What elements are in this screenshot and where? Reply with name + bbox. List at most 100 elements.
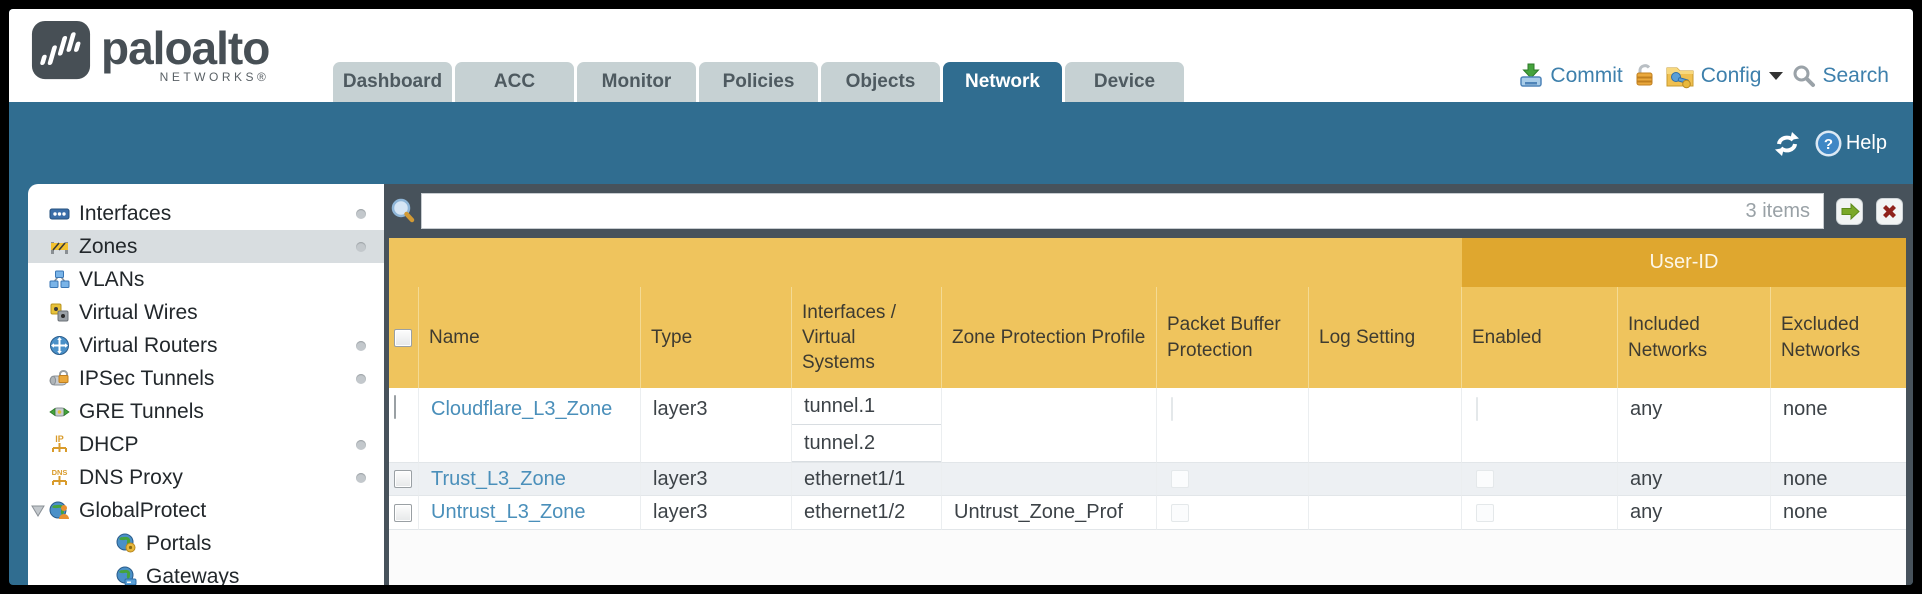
app-window: paloalto NETWORKS® Dashboard ACC Monitor… <box>9 9 1913 585</box>
ipsec-tunnels-icon <box>49 370 69 386</box>
dhcp-icon: IP <box>52 434 67 452</box>
cell-log-setting <box>1309 463 1462 496</box>
filter-input[interactable] <box>435 199 1746 223</box>
brand-subtitle: NETWORKS® <box>159 70 270 84</box>
help-label: Help <box>1845 132 1887 154</box>
tab-device[interactable]: Device <box>1065 62 1184 102</box>
commit-button[interactable]: Commit <box>1518 63 1623 89</box>
interfaces-icon <box>49 208 70 220</box>
sidebar-item-portals[interactable]: Portals <box>28 527 384 560</box>
row-checkbox[interactable] <box>394 395 396 419</box>
col-header-interfaces[interactable]: Interfaces / Virtual Systems <box>792 287 942 388</box>
row-checkbox-cell <box>389 463 419 496</box>
cell-type: layer3 <box>641 496 792 530</box>
help-button[interactable]: ? Help <box>1815 130 1887 157</box>
lock-icon[interactable] <box>1632 62 1656 89</box>
pbp-checkbox[interactable] <box>1171 397 1173 421</box>
row-checkbox[interactable] <box>394 503 412 522</box>
col-header-zone-protection-profile[interactable]: Zone Protection Profile <box>942 287 1157 388</box>
zones-table: User-ID Name Type Interfaces / Virtual S… <box>389 238 1906 530</box>
refresh-icon[interactable] <box>1773 131 1801 156</box>
cell-packet-buffer-protection <box>1157 463 1309 496</box>
vlans-icon <box>49 270 70 288</box>
virtual-routers-icon <box>50 336 69 355</box>
svg-text:DNS: DNS <box>52 468 68 477</box>
sidebar-item-ipsec-tunnels[interactable]: IPSec Tunnels <box>28 362 384 395</box>
row-checkbox-cell <box>389 388 419 463</box>
filter-input-box: 3 items <box>421 193 1824 229</box>
select-all-checkbox[interactable] <box>394 328 412 347</box>
status-dot <box>356 439 366 450</box>
col-header-excluded-networks[interactable]: Excluded Networks <box>1771 287 1906 388</box>
sub-header-band: ? Help <box>9 102 1913 184</box>
status-dot <box>356 373 366 384</box>
config-menu-button[interactable]: Config <box>1665 62 1784 89</box>
sidebar-item-virtual-routers[interactable]: Virtual Routers <box>28 329 384 362</box>
cell-enabled <box>1462 496 1618 530</box>
zone-name-link[interactable]: Untrust_L3_Zone <box>431 501 586 523</box>
cell-interfaces: tunnel.1 tunnel.2 <box>792 388 942 463</box>
cell-included-networks: any <box>1618 388 1771 463</box>
status-dot <box>356 340 366 351</box>
header-spacer <box>389 238 1462 287</box>
pbp-checkbox[interactable] <box>1171 503 1189 522</box>
cell-excluded-networks: none <box>1771 388 1906 463</box>
status-dot <box>356 241 366 252</box>
items-count: 3 items <box>1745 199 1810 222</box>
pbp-checkbox[interactable] <box>1171 470 1189 488</box>
sidebar-item-vlans[interactable]: VLANs <box>28 263 384 296</box>
interface-entry: tunnel.2 <box>792 425 941 462</box>
sidebar-item-globalprotect[interactable]: GlobalProtect <box>28 494 384 527</box>
sidebar-item-dhcp[interactable]: IP DHCP <box>28 428 384 461</box>
zones-icon <box>51 242 68 254</box>
cell-name: Cloudflare_L3_Zone <box>419 388 641 463</box>
cell-packet-buffer-protection <box>1157 496 1309 530</box>
filter-bar: 3 items <box>384 184 1913 238</box>
expand-triangle-icon[interactable] <box>31 505 45 517</box>
col-header-packet-buffer-protection[interactable]: Packet Buffer Protection <box>1157 287 1309 388</box>
global-search-button[interactable]: Search <box>1792 64 1889 88</box>
status-dot <box>356 472 366 483</box>
sidebar-item-interfaces[interactable]: Interfaces <box>28 197 384 230</box>
col-header-type[interactable]: Type <box>641 287 792 388</box>
tab-policies[interactable]: Policies <box>699 62 818 102</box>
gateways-icon <box>116 566 137 585</box>
brand-title: paloalto <box>101 22 270 74</box>
tab-network[interactable]: Network <box>943 62 1062 102</box>
tab-dashboard[interactable]: Dashboard <box>333 62 452 102</box>
sidebar-item-dns-proxy[interactable]: DNS DNS Proxy <box>28 461 384 494</box>
tab-acc[interactable]: ACC <box>455 62 574 102</box>
tab-monitor[interactable]: Monitor <box>577 62 696 102</box>
zones-content: 3 items User-ID Name <box>384 184 1913 585</box>
enabled-checkbox[interactable] <box>1476 503 1494 522</box>
col-header-name[interactable]: Name <box>419 287 641 388</box>
enabled-checkbox[interactable] <box>1476 397 1478 421</box>
sidebar-item-gre-tunnels[interactable]: GRE Tunnels <box>28 395 384 428</box>
zone-name-link[interactable]: Trust_L3_Zone <box>431 467 566 490</box>
cell-packet-buffer-protection <box>1157 388 1309 463</box>
col-header-enabled[interactable]: Enabled <box>1462 287 1618 388</box>
cell-enabled <box>1462 463 1618 496</box>
tab-objects[interactable]: Objects <box>821 62 940 102</box>
enabled-checkbox[interactable] <box>1476 470 1494 488</box>
zone-name-link[interactable]: Cloudflare_L3_Zone <box>431 398 613 420</box>
sidebar-item-zones[interactable]: Zones <box>28 230 384 263</box>
header-actions: Commit Config <box>1518 62 1889 89</box>
interface-entry: tunnel.1 <box>792 388 941 425</box>
app-header: paloalto NETWORKS® Dashboard ACC Monitor… <box>9 9 1913 102</box>
cell-enabled <box>1462 388 1618 463</box>
sidebar-item-gateways[interactable]: Gateways <box>28 560 384 585</box>
brand-logo: paloalto NETWORKS® <box>31 20 270 84</box>
col-header-included-networks[interactable]: Included Networks <box>1618 287 1771 388</box>
chevron-down-icon <box>1769 71 1784 80</box>
filter-search-icon <box>391 198 415 223</box>
clear-filter-button[interactable] <box>1876 197 1903 225</box>
commit-label: Commit <box>1550 63 1623 87</box>
cell-interfaces: ethernet1/1 <box>792 463 942 496</box>
cell-included-networks: any <box>1618 496 1771 530</box>
apply-filter-button[interactable] <box>1836 197 1863 225</box>
cell-zone-protection-profile <box>942 388 1157 463</box>
sidebar-item-virtual-wires[interactable]: Virtual Wires <box>28 296 384 329</box>
row-checkbox[interactable] <box>394 470 412 488</box>
col-header-log-setting[interactable]: Log Setting <box>1309 287 1462 388</box>
